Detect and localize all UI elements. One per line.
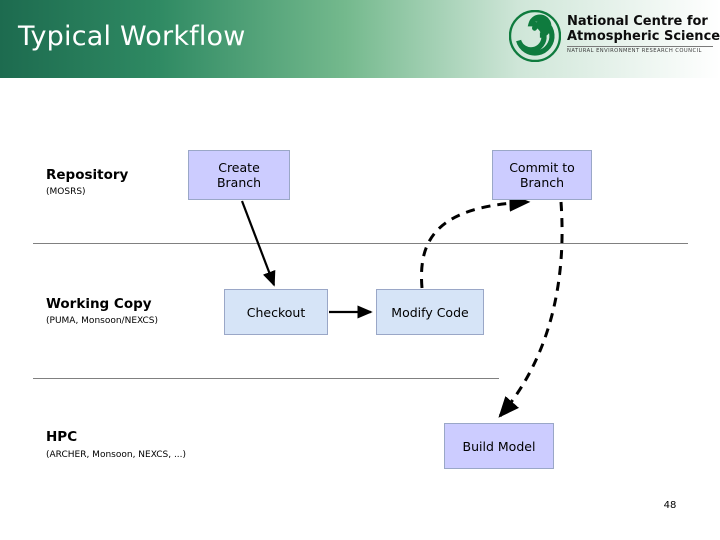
node-create-branch-label: Create Branch xyxy=(217,160,261,190)
node-checkout[interactable]: Checkout xyxy=(224,289,328,335)
lane-sublabel-hpc: (ARCHER, Monsoon, NEXCS, ...) xyxy=(46,450,187,460)
ncas-logo-text: National Centre for Atmospheric Science … xyxy=(567,14,720,54)
node-build-model[interactable]: Build Model xyxy=(444,423,554,469)
logo-line-2: Atmospheric Science xyxy=(567,29,720,44)
logo-subtitle: NATURAL ENVIRONMENT RESEARCH COUNCIL xyxy=(567,48,702,54)
node-create-branch-line1: Create xyxy=(218,160,260,175)
node-create-branch-line2: Branch xyxy=(216,175,262,190)
slide-header-band xyxy=(0,0,720,78)
lane-sublabel-working-copy: (PUMA, Monsoon/NEXCS) xyxy=(46,316,159,326)
node-commit-to-branch-line2: Branch xyxy=(519,175,565,190)
lane-sublabel-repository: (MOSRS) xyxy=(46,187,86,197)
node-commit-to-branch-line1: Commit to xyxy=(509,160,575,175)
node-create-branch[interactable]: Create Branch xyxy=(188,150,290,200)
logo-line-1: National Centre for xyxy=(567,14,708,29)
connector-commit-to-branch-to-build-model xyxy=(498,201,564,418)
node-commit-to-branch-label: Commit to Branch xyxy=(509,160,575,190)
lane-label-repository: Repository xyxy=(46,167,129,183)
slide-number: 48 xyxy=(663,500,677,511)
lane-divider-top xyxy=(33,243,688,244)
connector-modify-code-to-commit-to-branch xyxy=(419,193,531,289)
node-commit-to-branch[interactable]: Commit to Branch xyxy=(492,150,592,200)
page-title: Typical Workflow xyxy=(18,21,246,52)
logo-divider xyxy=(567,46,713,47)
ncas-logo: National Centre for Atmospheric Science … xyxy=(509,10,720,68)
ncas-spiral-logo-icon xyxy=(509,10,561,62)
node-modify-code[interactable]: Modify Code xyxy=(376,289,484,335)
lane-label-hpc: HPC xyxy=(46,429,78,445)
lane-label-working-copy: Working Copy xyxy=(46,296,152,312)
lane-divider-bottom xyxy=(33,378,499,379)
